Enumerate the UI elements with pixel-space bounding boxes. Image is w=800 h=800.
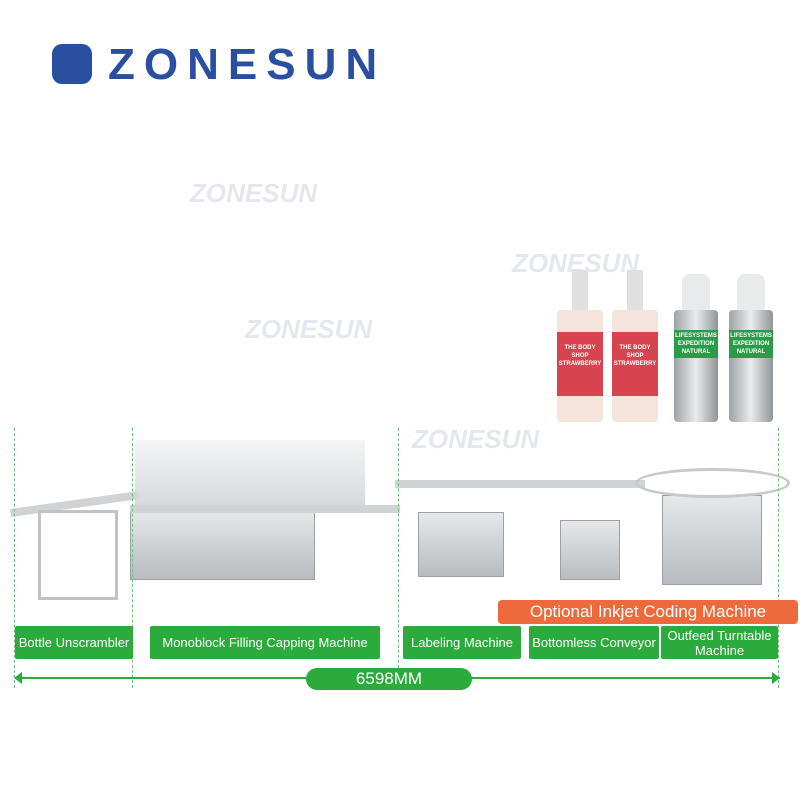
product-label: LIFESYSTEMS EXPEDITION NATURAL [729, 330, 773, 358]
product-bottle-spray: LIFESYSTEMS EXPEDITION NATURAL [729, 310, 773, 422]
station-label: Outfeed Turntable Machine [661, 626, 778, 659]
outfeed-turntable-machine [662, 495, 762, 585]
station-label: Bottomless Conveyor [529, 626, 659, 659]
total-length-badge: 6598MM [306, 668, 472, 690]
product-label: LIFESYSTEMS EXPEDITION NATURAL [674, 330, 718, 358]
watermark: ZONESUN [245, 314, 373, 344]
bottle-unscrambler-machine [38, 510, 118, 600]
watermark: ZONESUN [412, 424, 540, 454]
watermark: ZONESUN [190, 178, 318, 208]
bottomless-conveyor [560, 520, 620, 580]
arrow-right-icon [772, 672, 780, 684]
brand-logo: ZONESUN [108, 40, 387, 89]
logo-icon [52, 44, 92, 84]
divider [778, 428, 779, 688]
optional-inkjet-label: Optional Inkjet Coding Machine [498, 600, 798, 624]
product-bottle-strawberry: THE BODY SHOP STRAWBERRY [557, 310, 603, 422]
station-label: Bottle Unscrambler [15, 626, 133, 659]
divider [132, 428, 133, 688]
station-label: Labeling Machine [403, 626, 521, 659]
product-bottle-spray: LIFESYSTEMS EXPEDITION NATURAL [674, 310, 718, 422]
product-label: THE BODY SHOP STRAWBERRY [612, 332, 658, 396]
arrow-left-icon [14, 672, 22, 684]
labeling-machine [418, 512, 504, 577]
product-bottle-strawberry: THE BODY SHOP STRAWBERRY [612, 310, 658, 422]
product-label: THE BODY SHOP STRAWBERRY [557, 332, 603, 396]
station-label: Monoblock Filling Capping Machine [150, 626, 380, 659]
monoblock-filling-capping-machine [130, 510, 315, 580]
divider [14, 428, 15, 688]
divider [398, 428, 399, 688]
